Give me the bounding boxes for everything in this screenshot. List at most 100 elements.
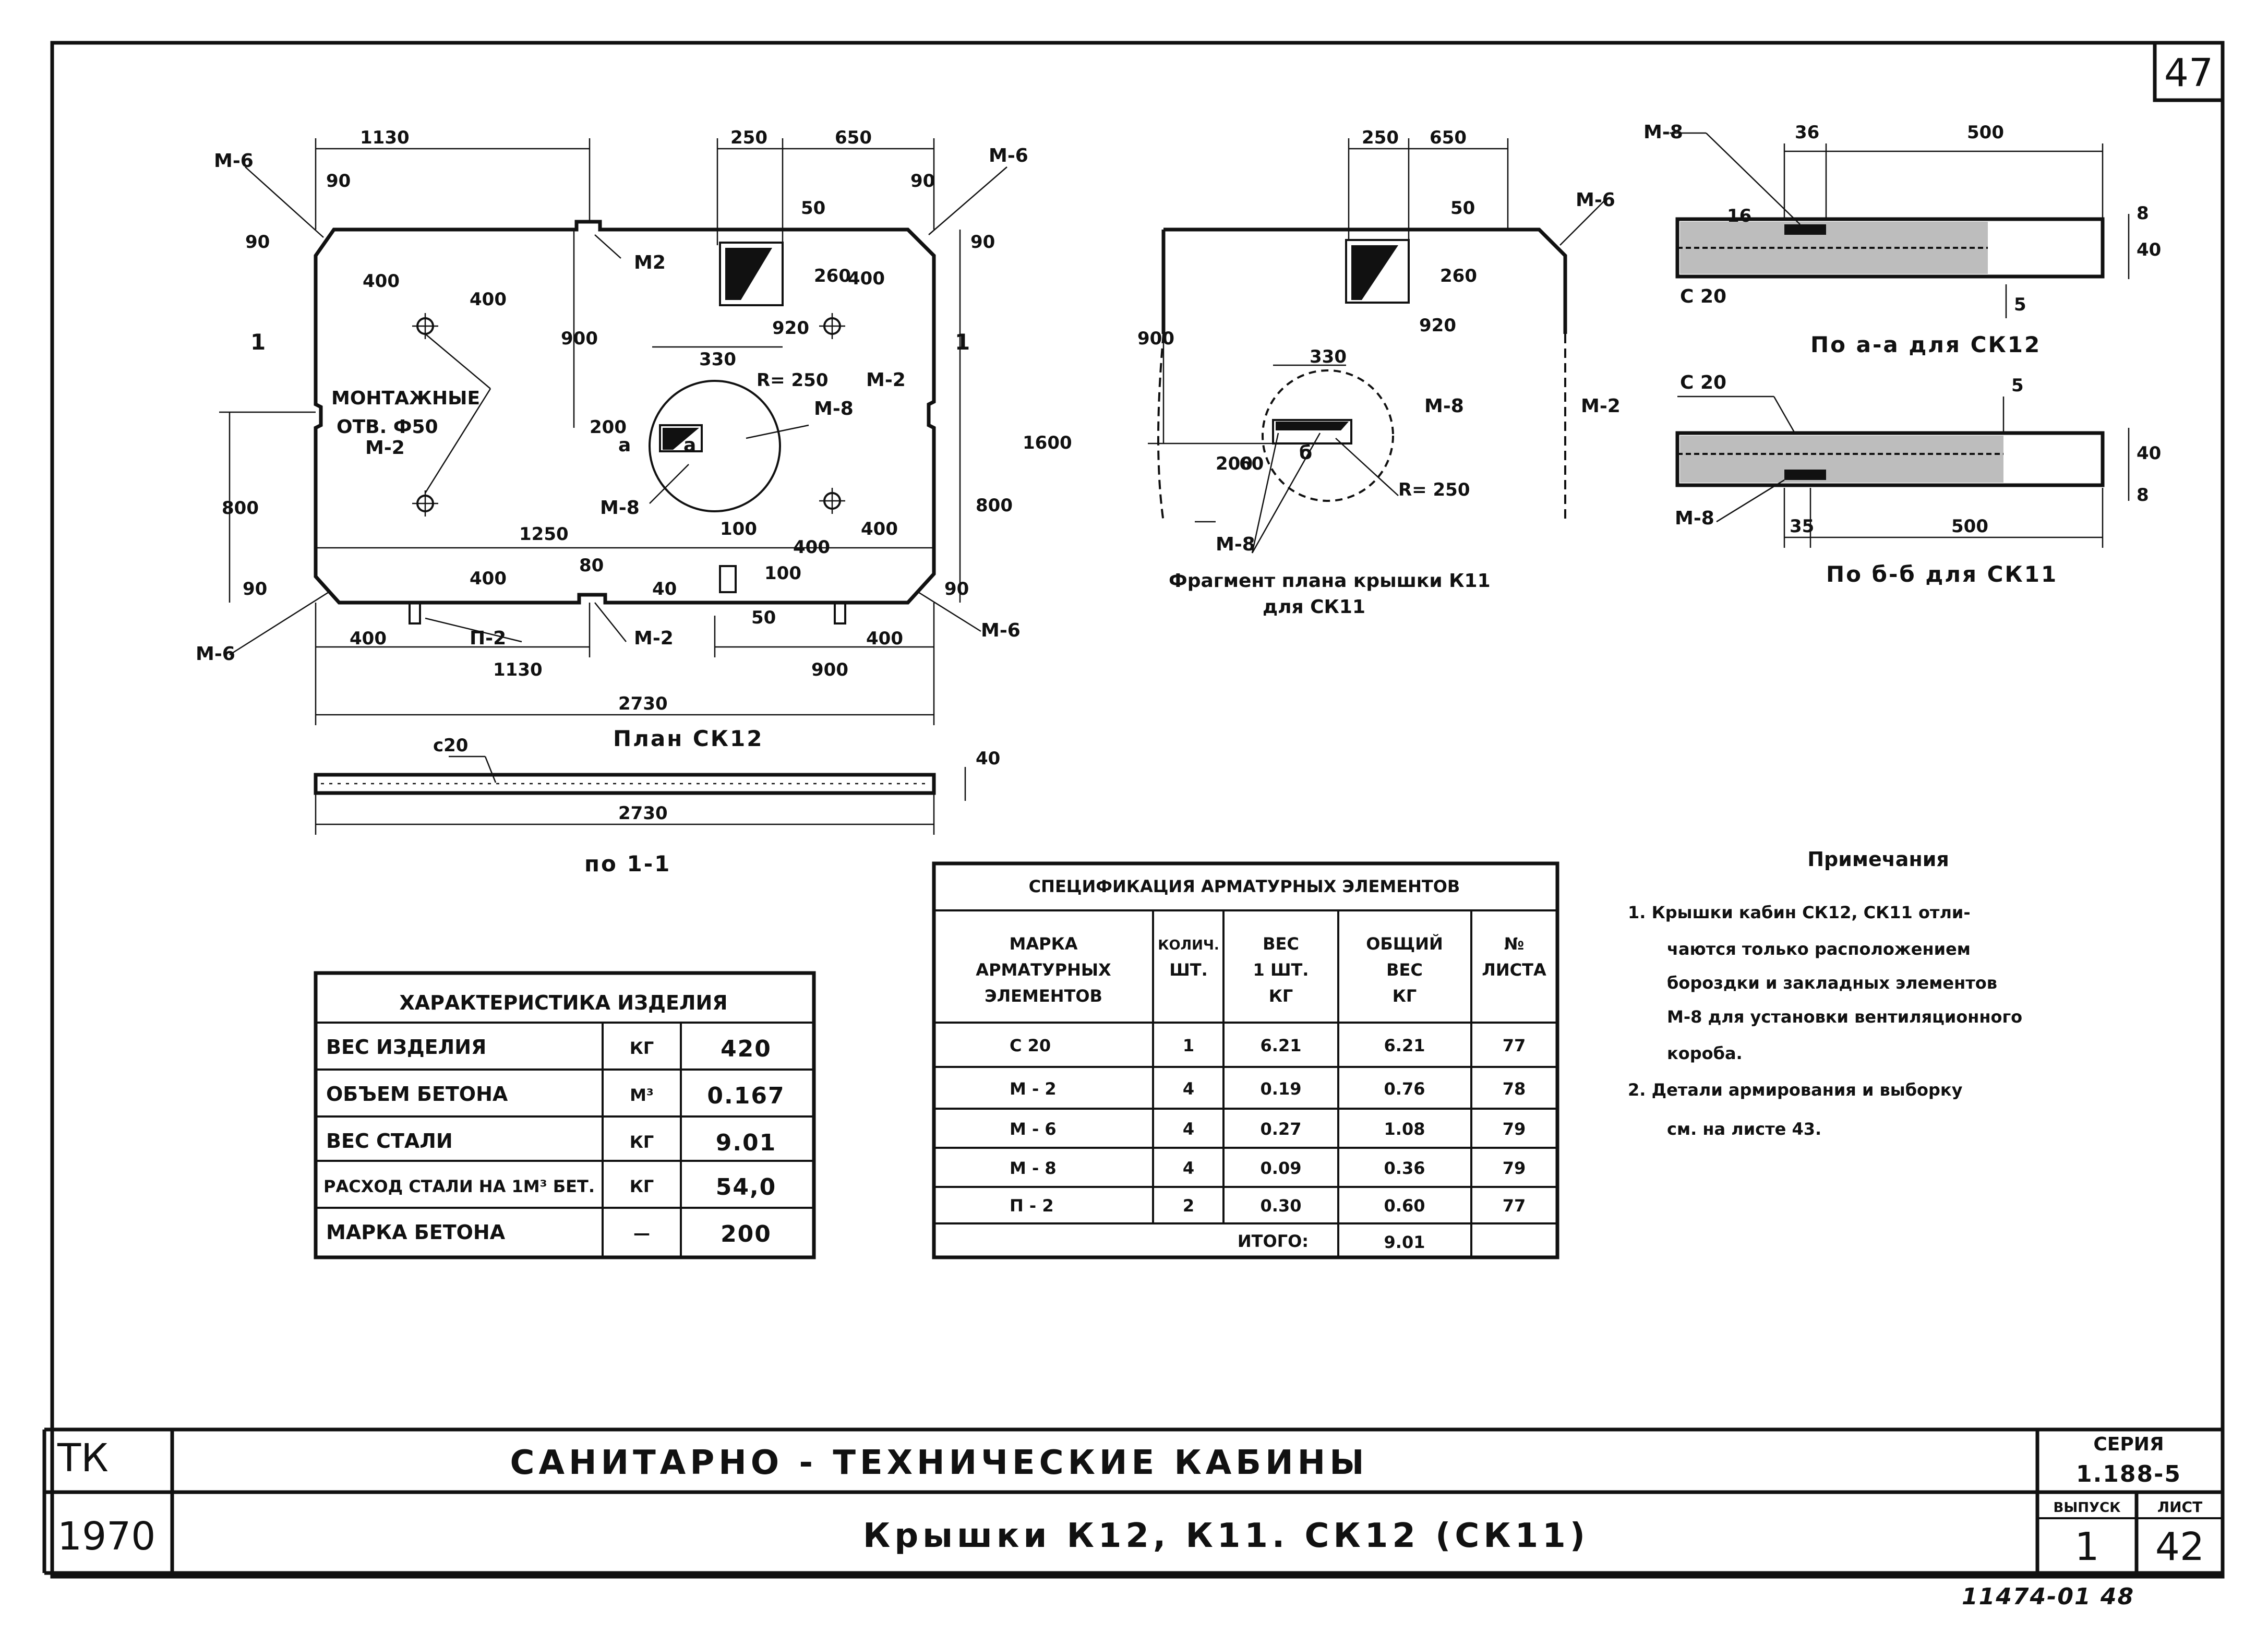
sec-b-d8: 8 [2137, 485, 2149, 506]
dim-90-d: 90 [970, 232, 995, 253]
dim-r250: R= 250 [757, 370, 828, 391]
char-name-0: ВЕС ИЗДЕЛИЯ [326, 1036, 486, 1059]
sec-b-m8: М-8 [1675, 508, 1714, 529]
fragment-break [1157, 333, 1566, 522]
section-a-caption: По а-а для СК12 [1810, 332, 2041, 357]
characteristic-table: ХАРАКТЕРИСТИКА ИЗДЕЛИЯ ВЕС ИЗДЕЛИЯ КГ 42… [314, 971, 816, 1259]
dim-900: 900 [561, 328, 598, 349]
dim-1250: 1250 [519, 524, 569, 545]
dim-800-b: 800 [976, 495, 1013, 516]
groove-hatch [663, 428, 699, 450]
spec-row-0-mark: С 20 [1010, 1036, 1051, 1055]
frag-m6: М-6 [1576, 189, 1615, 211]
dim-200: 200 [590, 417, 627, 438]
tb-series-value: 1.188-5 [2076, 1461, 2181, 1487]
char-header: ХАРАКТЕРИСТИКА ИЗДЕЛИЯ [399, 991, 727, 1014]
sec-a-d500: 500 [1967, 122, 2004, 143]
dim-400-h: 400 [866, 628, 903, 649]
spec-total-label: ИТОГО: [1238, 1231, 1309, 1251]
spec-h-w-2: 1 ШТ. [1253, 960, 1309, 980]
sheet-number-box [2153, 41, 2225, 102]
sec-a-c20: С 20 [1680, 286, 1726, 307]
spec-row-0-sheet: 77 [1503, 1036, 1526, 1055]
label-montazh-1: МОНТАЖНЫЕ [331, 388, 480, 409]
tb-series-label: СЕРИЯ [2093, 1434, 2164, 1455]
section-b-caption: По б-б для СК11 [1826, 561, 2058, 587]
dim-1600: 1600 [1023, 433, 1072, 453]
frag-d330: 330 [1310, 346, 1347, 367]
dim-40: 40 [652, 579, 677, 599]
char-unit-4: — [633, 1223, 650, 1243]
dim-900-bottom: 900 [811, 659, 848, 680]
char-name-3: РАСХОД СТАЛИ НА 1М³ БЕТ. [323, 1176, 595, 1196]
sheet-frame [50, 41, 2225, 1579]
notes-line-1: чаются только расположением [1667, 939, 1971, 959]
loop-p2-right [834, 603, 846, 625]
sec-a-d5: 5 [2014, 294, 2026, 315]
small-opening [719, 565, 737, 593]
spec-row-4-mark: П - 2 [1010, 1196, 1054, 1216]
dim-50-b: 50 [751, 607, 776, 628]
spec-row-1-sheet: 78 [1503, 1079, 1526, 1099]
frag-d260: 260 [1440, 266, 1477, 286]
handwritten-footer: 11474-01 48 [1962, 1583, 2134, 1610]
vent-hatch [725, 248, 772, 300]
spec-row-3-sheet: 79 [1503, 1158, 1526, 1178]
dim-1130-top: 1130 [360, 127, 410, 148]
char-value-1: 0.167 [707, 1083, 785, 1109]
dim-100-b: 100 [764, 563, 801, 584]
plan-outline [314, 220, 936, 605]
section-slab [314, 773, 936, 795]
spec-row-0-w: 6.21 [1261, 1036, 1302, 1055]
dim-400-d: 400 [470, 568, 507, 589]
fragment-caption-2: для СК11 [1263, 596, 1365, 618]
spec-h-w-1: ВЕС [1263, 934, 1299, 954]
char-name-1: ОБЪЕМ БЕТОНА [326, 1083, 508, 1106]
spec-row-3-mark: М - 8 [1010, 1158, 1057, 1178]
spec-h-sheet-1: № [1504, 934, 1525, 954]
frag-m8-b: М-8 [1216, 534, 1255, 555]
sec-a-m8: М-8 [1643, 122, 1683, 143]
frag-d650: 650 [1430, 127, 1467, 148]
spec-row-3-qty: 4 [1183, 1158, 1194, 1178]
char-name-2: ВЕС СТАЛИ [326, 1130, 453, 1152]
char-name-4: МАРКА БЕТОНА [326, 1221, 506, 1244]
char-unit-1: М³ [630, 1085, 654, 1105]
section-mark-a-left: а [618, 435, 631, 456]
notes-line-4: короба. [1667, 1043, 1743, 1063]
dim-250: 250 [730, 127, 767, 148]
spec-h-sheet-2: ЛИСТА [1482, 960, 1546, 980]
fragment-groove [1272, 419, 1352, 445]
label-p2: П-2 [470, 628, 506, 649]
spec-row-3-w: 0.09 [1261, 1158, 1302, 1178]
plan-sk12: 1130 250 650 90 90 90 90 400 400 900 260… [196, 127, 1072, 751]
tb-issue-label: ВЫПУСК [2054, 1500, 2121, 1516]
spec-row-4-w: 0.30 [1261, 1196, 1302, 1216]
spec-h-qty-1: КОЛИЧ. [1158, 938, 1219, 953]
dim-90-c: 90 [245, 232, 270, 253]
dim-90-f: 90 [944, 579, 969, 599]
label-m6-tr: М-6 [989, 145, 1028, 166]
notes-title: Примечания [1807, 848, 1949, 871]
spec-row-2-qty: 4 [1183, 1119, 1194, 1139]
dim-90-b: 90 [910, 171, 935, 191]
label-m6-bl: М-6 [196, 643, 235, 665]
spec-row-2-tot: 1.08 [1384, 1119, 1425, 1139]
char-unit-0: КГ [630, 1038, 654, 1058]
section-1-1: с20 40 2730 по 1-1 [314, 735, 1000, 876]
spec-h-tot-1: ОБЩИЙ [1366, 934, 1443, 954]
spec-row-2-w: 0.27 [1261, 1119, 1302, 1139]
frag-m8-a: М-8 [1424, 395, 1464, 417]
section-1-1-caption: по 1-1 [584, 851, 671, 876]
notes-line-5: 2. Детали армирования и выборку [1628, 1080, 1963, 1100]
dim-80: 80 [579, 555, 604, 576]
spec-row-1-w: 0.19 [1261, 1079, 1302, 1099]
notes-line-3: М-8 для установки вентиляционного [1667, 1007, 2022, 1027]
tb-sheet-value: 42 [2155, 1524, 2204, 1569]
sec-b-d35: 35 [1790, 516, 1814, 537]
spec-title: СПЕЦИФИКАЦИЯ АРМАТУРНЫХ ЭЛЕМЕНТОВ [1029, 876, 1460, 896]
sec-b-d40: 40 [2137, 443, 2161, 464]
label-m8-a: М-8 [814, 398, 854, 419]
tb-left-top: ТК [57, 1436, 109, 1481]
